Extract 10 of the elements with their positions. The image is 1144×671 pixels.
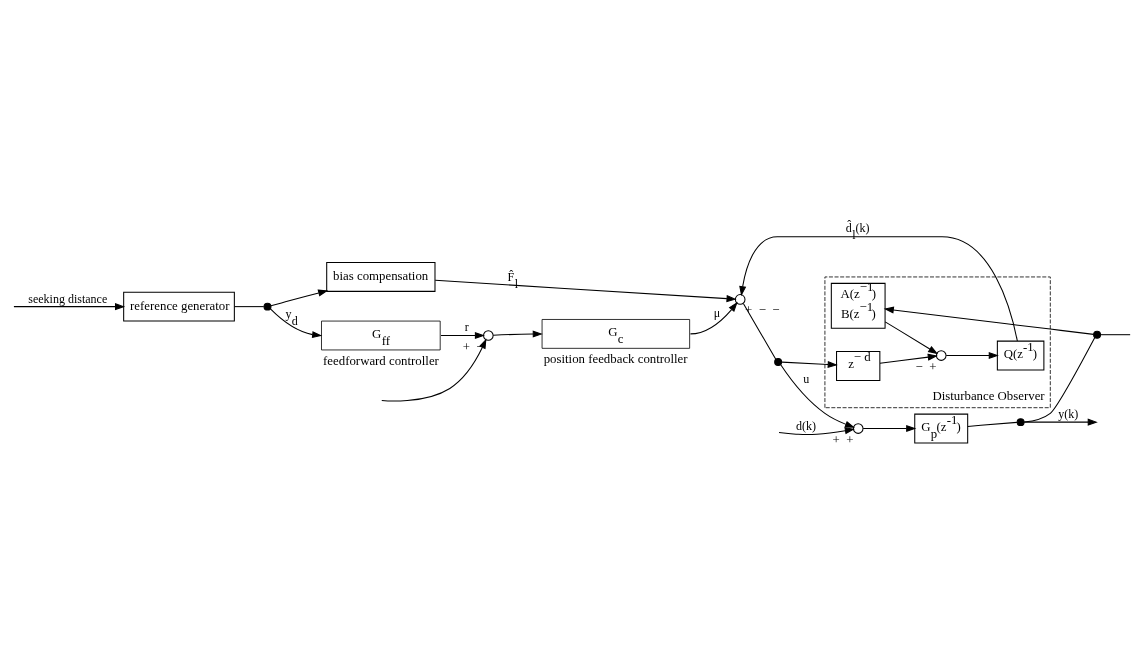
edge-label: y(k) xyxy=(1058,407,1079,422)
node-label: − + xyxy=(915,359,937,374)
edge-label: d(k) xyxy=(796,419,817,434)
edge-label: μ xyxy=(713,306,721,321)
node-label: position feedback controller xyxy=(543,352,688,367)
node-label: feedforward controller xyxy=(323,354,439,369)
node-label: + + xyxy=(832,432,854,447)
edge-label: r xyxy=(464,320,469,335)
edge-label: seeking distance xyxy=(28,291,108,306)
edge-label: u xyxy=(803,371,810,386)
